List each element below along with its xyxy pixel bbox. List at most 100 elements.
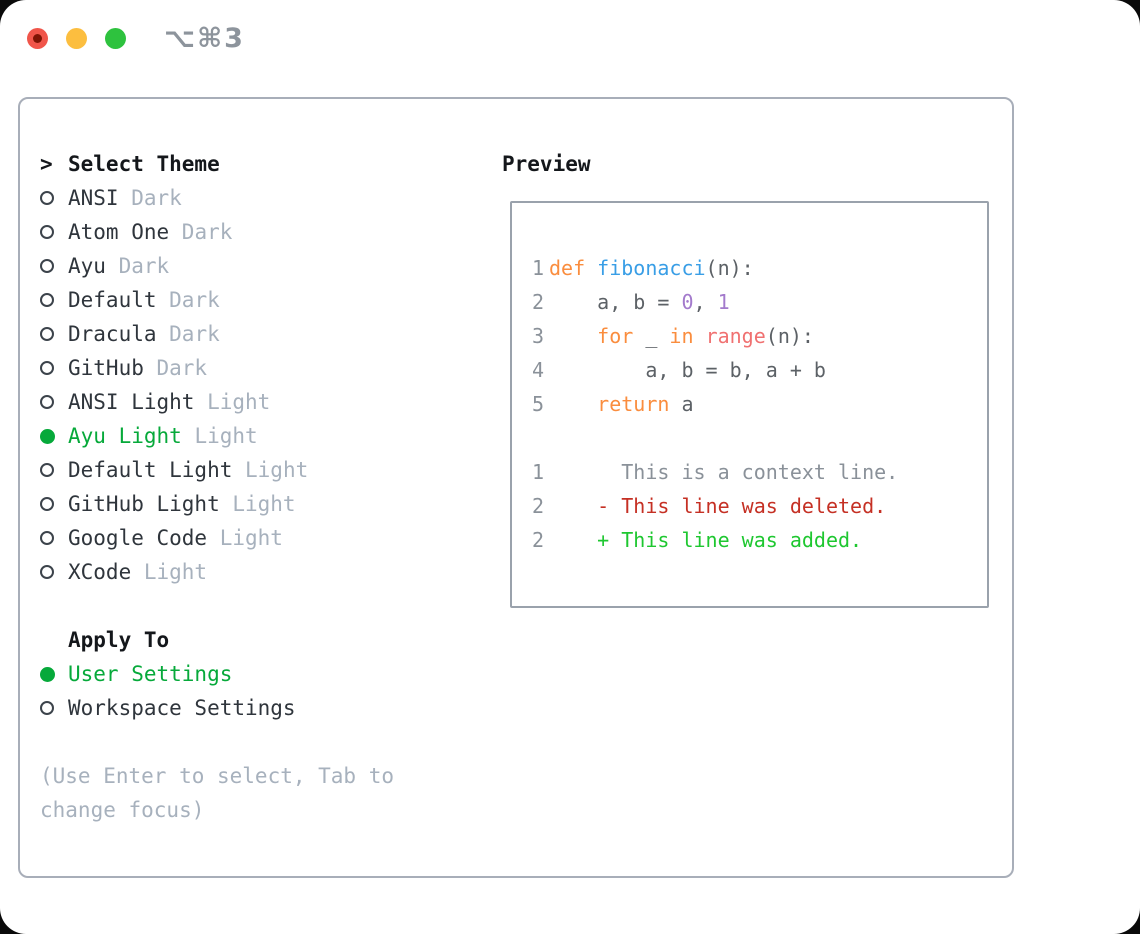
radio-marker [40,327,68,341]
line-number: 2 [532,528,545,552]
code-token: a [669,392,694,416]
apply-to-header: Apply To [40,623,485,657]
theme-option[interactable]: ANSI Dark [40,181,485,215]
theme-option[interactable]: Google Code Light [40,521,485,555]
theme-name: Atom One [68,220,170,244]
blank-line [532,421,987,455]
theme-option[interactable]: GitHub Light Light [40,487,485,521]
code-token [694,324,706,348]
diff-line-context: 1 This is a context line. [532,455,987,489]
theme-option[interactable]: Dracula Dark [40,317,485,351]
theme-option[interactable]: Ayu Dark [40,249,485,283]
theme-option[interactable]: Atom One Dark [40,215,485,249]
window-title: ⌥⌘3 [164,22,245,54]
line-number: 5 [532,392,545,416]
radio-unselected-icon [40,293,54,307]
theme-variant: Dark [156,322,220,346]
code-token: 0 [681,290,694,314]
theme-option[interactable]: XCode Light [40,555,485,589]
select-theme-header: > Select Theme [40,147,485,181]
diff-text: + This line was added. [549,528,863,552]
line-number: 1 [532,460,545,484]
code-token [585,256,597,280]
radio-unselected-icon [40,531,54,545]
theme-variant: Dark [118,186,182,210]
diff-text: This is a context line. [549,460,899,484]
radio-marker [40,531,68,545]
radio-marker [40,428,68,444]
theme-variant: Dark [143,356,208,380]
radio-unselected-icon [40,327,54,341]
radio-marker [40,259,68,273]
radio-selected-icon [40,428,55,444]
theme-option[interactable]: Default Light Light [40,453,485,487]
minimize-button[interactable] [66,27,87,49]
radio-marker [40,395,68,409]
theme-option[interactable]: ANSI Light Light [40,385,485,419]
theme-name: ANSI [68,186,119,210]
code-token: (n): [765,324,814,348]
code-token: return [597,392,670,416]
code-token [549,324,597,348]
radio-unselected-icon [40,361,54,375]
theme-option[interactable]: GitHub Dark [40,351,485,385]
radio-marker [40,191,68,205]
theme-name: ANSI Light [68,390,195,414]
code-token: , [693,290,718,314]
apply-to-option[interactable]: User Settings [40,657,485,691]
radio-marker [40,565,68,579]
diff-text: - This line was deleted. [549,494,887,518]
window-titlebar: ⌥⌘3 [27,23,245,54]
code-token: def [549,256,586,280]
radio-unselected-icon [40,701,54,715]
theme-variant: Light [131,560,208,584]
radio-marker [40,463,68,477]
close-dot-icon [33,33,42,43]
theme-name: XCode [68,560,132,584]
code-token: in [669,324,694,348]
apply-to-option-label: User Settings [68,662,233,686]
line-number: 4 [532,358,545,382]
code-line: 3 for _ in range(n): [532,319,987,353]
code-line: 2 a, b = 0, 1 [532,285,987,319]
theme-name: Ayu [68,254,106,278]
code-token: a, b = b, a + b [549,358,826,382]
radio-unselected-icon [40,497,54,511]
theme-option[interactable]: Ayu Light Light [40,419,485,453]
zoom-button[interactable] [105,27,126,49]
theme-variant: Light [207,526,283,550]
theme-variant: Light [181,424,258,448]
theme-name: GitHub Light [68,492,220,516]
line-number: 1 [532,256,545,280]
radio-unselected-icon [40,463,54,477]
radio-selected-icon [40,666,55,682]
code-line: 4 a, b = b, a + b [532,353,987,387]
theme-option[interactable]: Default Dark [40,283,485,317]
theme-variant: Dark [169,220,233,244]
radio-unselected-icon [40,191,54,205]
select-theme-label: Select Theme [68,152,220,176]
line-number: 3 [532,324,545,348]
theme-variant: Light [194,390,271,414]
code-token: _ [633,324,670,348]
theme-variant: Light [232,458,309,482]
close-button[interactable] [27,27,48,49]
diff-line-deleted: 2 - This line was deleted. [532,489,987,523]
theme-variant: Light [219,492,296,516]
apply-to-option[interactable]: Workspace Settings [40,691,485,725]
apply-to-option-label: Workspace Settings [68,696,296,720]
theme-name: Ayu Light [68,424,182,448]
code-token: a, b = [549,290,682,314]
apply-to-label: Apply To [68,628,170,652]
radio-unselected-icon [40,259,54,273]
theme-variant: Dark [156,288,220,312]
radio-unselected-icon [40,395,54,409]
